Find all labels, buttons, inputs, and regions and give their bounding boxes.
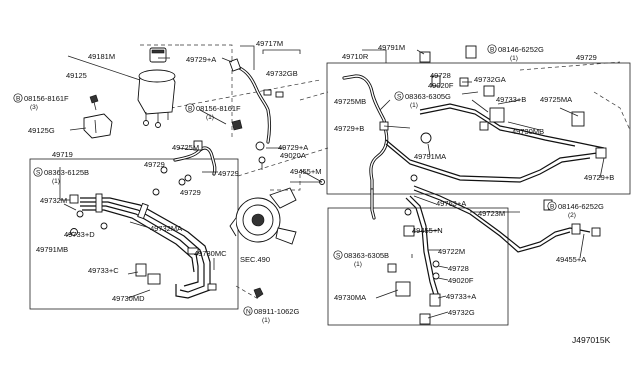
label-08156-8161f-a[interactable]: B 08156-8161F (3) xyxy=(13,93,69,111)
label-49725ma[interactable]: 49725MA xyxy=(540,95,572,104)
circled-n-icon xyxy=(243,306,253,316)
label-49791ma[interactable]: 49791MA xyxy=(414,152,446,161)
label-49732m[interactable]: 49732M xyxy=(40,196,67,205)
label-08363-6125b[interactable]: S 08363-6125B (1) xyxy=(33,167,89,185)
hose-49725m xyxy=(160,140,217,186)
label-49729-left[interactable]: 49729 xyxy=(144,160,165,169)
label-49455-m[interactable]: 49455+M xyxy=(290,167,321,176)
svg-text:B: B xyxy=(490,47,494,54)
label-49729-a-top[interactable]: 49729+A xyxy=(186,55,216,64)
svg-text:S: S xyxy=(397,94,402,101)
svg-text:(1): (1) xyxy=(510,55,518,62)
svg-text:(1): (1) xyxy=(52,178,60,185)
label-49791m[interactable]: 49791M xyxy=(378,43,405,52)
svg-text:(2): (2) xyxy=(568,212,576,219)
label-49125[interactable]: 49125 xyxy=(66,71,87,80)
label-49729-b-left[interactable]: 49729+B xyxy=(334,124,364,133)
label-49730mb[interactable]: 49730MB xyxy=(512,127,544,136)
label-49729-right[interactable]: 49729 xyxy=(576,53,597,62)
label-49730mc[interactable]: 49730MC xyxy=(194,249,227,258)
label-49733-b[interactable]: 49733+B xyxy=(496,95,526,104)
circled-s-icon xyxy=(394,91,404,101)
svg-text:08156-8161F: 08156-8161F xyxy=(24,94,69,103)
svg-text:(3): (3) xyxy=(30,104,38,111)
svg-text:B: B xyxy=(188,106,192,113)
label-49732ga[interactable]: 49732GA xyxy=(474,75,506,84)
svg-text:08363-6125B: 08363-6125B xyxy=(44,168,89,177)
frames xyxy=(29,44,631,326)
nut-08911 xyxy=(235,285,264,301)
svg-text:S: S xyxy=(36,170,41,177)
label-49125g[interactable]: 49125G xyxy=(28,126,55,135)
leader-lines xyxy=(59,45,631,319)
svg-text:S: S xyxy=(336,253,341,260)
reservoir-assembly xyxy=(83,47,176,139)
label-49455-n[interactable]: 49455+N xyxy=(412,226,443,235)
label-49732ma[interactable]: 49732MA xyxy=(150,224,182,233)
bolt-middle xyxy=(231,119,243,131)
label-49723m[interactable]: 49723M xyxy=(478,209,505,218)
svg-text:08911-1062G: 08911-1062G xyxy=(254,307,299,316)
label-49732g[interactable]: 49732G xyxy=(448,308,475,317)
svg-text:(1): (1) xyxy=(262,317,270,324)
label-49732gb[interactable]: 49732GB xyxy=(266,69,298,78)
svg-text:08146-6252G: 08146-6252G xyxy=(558,202,604,211)
label-49730md[interactable]: 49730MD xyxy=(112,294,145,303)
hose-49717m xyxy=(228,58,284,151)
label-08146-6252g-a[interactable]: B 08146-6252G (1) xyxy=(487,44,544,62)
part-labels: 49181M 49125 B 08156-8161F (3) 49125G 49… xyxy=(13,39,614,345)
label-49763-a[interactable]: 49763+A xyxy=(436,199,466,208)
circled-s-icon xyxy=(33,167,43,177)
label-49728-a[interactable]: 49728 xyxy=(430,71,451,80)
circled-b-icon xyxy=(185,103,195,113)
svg-text:B: B xyxy=(16,96,20,103)
power-steering-pump xyxy=(229,156,325,245)
label-sec-490[interactable]: SEC.490 xyxy=(240,255,270,264)
label-49455-a[interactable]: 49455+A xyxy=(556,255,586,264)
label-49729-left2[interactable]: 49729 xyxy=(180,188,201,197)
label-49181m[interactable]: 49181M xyxy=(88,52,115,61)
svg-text:B: B xyxy=(550,204,554,211)
svg-text:08363-6305B: 08363-6305B xyxy=(344,251,389,260)
label-49020f-a[interactable]: 49020F xyxy=(428,81,454,90)
label-08146-6252g-b[interactable]: B 08146-6252G (2) xyxy=(547,201,604,219)
svg-text:(1): (1) xyxy=(410,102,418,109)
circled-b-icon xyxy=(487,44,497,54)
svg-text:08363-6305G: 08363-6305G xyxy=(405,92,451,101)
circled-s-icon xyxy=(333,250,343,260)
label-08363-6305b[interactable]: S 08363-6305B (1) xyxy=(333,250,389,268)
label-08156-8161f-b[interactable]: B 08156-8161F (1) xyxy=(185,103,241,121)
label-08363-6305g[interactable]: S 08363-6305G (1) xyxy=(394,91,451,109)
label-49020f-b[interactable]: 49020F xyxy=(448,276,474,285)
label-49729-a-mid[interactable]: 49729+A xyxy=(278,143,308,152)
circled-b-icon xyxy=(547,201,557,211)
label-08911-1062g[interactable]: N 08911-1062G (1) xyxy=(243,306,300,324)
label-49728-b[interactable]: 49728 xyxy=(448,264,469,273)
label-49730ma[interactable]: 49730MA xyxy=(334,293,366,302)
label-49020a[interactable]: 49020A xyxy=(280,151,306,160)
label-49725m[interactable]: 49725M xyxy=(172,143,199,152)
svg-text:08146-6252G: 08146-6252G xyxy=(498,45,544,54)
label-49722m[interactable]: 49722M xyxy=(438,247,465,256)
svg-text:08156-8161F: 08156-8161F xyxy=(196,104,241,113)
svg-text:(1): (1) xyxy=(206,114,214,121)
label-49791mb[interactable]: 49791MB xyxy=(36,245,68,254)
label-49717m[interactable]: 49717M xyxy=(256,39,283,48)
label-49729-center[interactable]: 49729 xyxy=(218,169,239,178)
right-hose-assembly xyxy=(342,45,607,325)
label-49733-a[interactable]: 49733+A xyxy=(446,292,476,301)
circled-b-icon xyxy=(13,93,23,103)
label-49710r[interactable]: 49710R xyxy=(342,52,369,61)
label-49729-b-right[interactable]: 49729+B xyxy=(584,173,614,182)
label-49725mb[interactable]: 49725MB xyxy=(334,97,366,106)
diagram-id: J497015K xyxy=(572,335,611,345)
svg-text:N: N xyxy=(246,309,251,316)
svg-text:(1): (1) xyxy=(354,261,362,268)
label-49719[interactable]: 49719 xyxy=(52,150,73,159)
label-49733-c[interactable]: 49733+C xyxy=(88,266,119,275)
label-49733-d[interactable]: 49733+D xyxy=(64,230,95,239)
